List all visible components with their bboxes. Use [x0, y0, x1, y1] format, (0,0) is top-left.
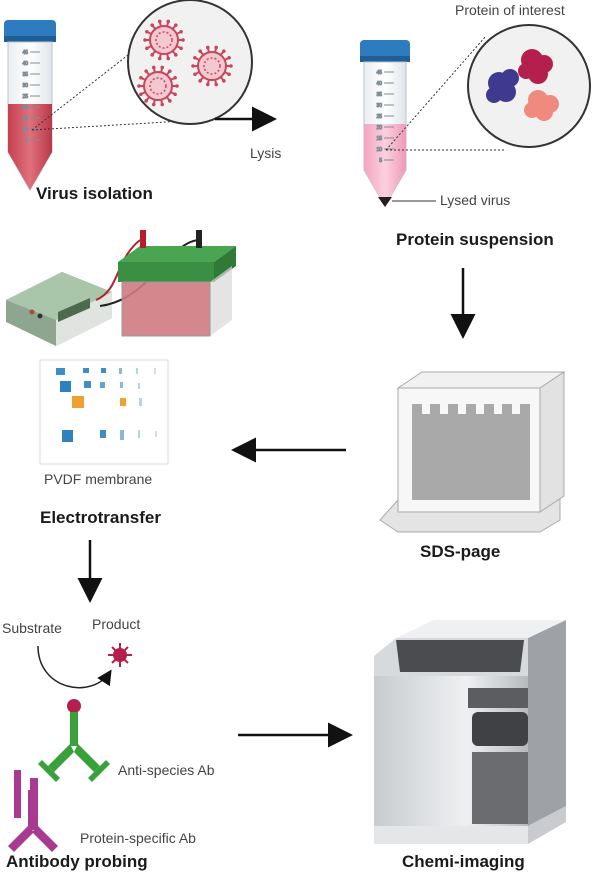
tube-scale-number: 10: [376, 147, 382, 153]
sds-gel: [379, 371, 566, 533]
tube-scale-number: 20: [376, 125, 382, 131]
pvdf-membrane-label: PVDF membrane: [44, 471, 153, 487]
virus-tube: 45 40 35 30 25 20 15 10 5: [4, 20, 56, 191]
sds-page-label: SDS-page: [420, 542, 501, 561]
pvdf-membrane: [39, 359, 169, 465]
tube-scale-number: 20: [22, 105, 28, 111]
virus-magnifier: [127, 0, 253, 125]
tube-scale-number: 30: [22, 83, 28, 89]
tube-scale-number: 45: [22, 50, 28, 56]
electrophoresis-tank: [118, 230, 236, 337]
electrotransfer-label: Electrotransfer: [40, 508, 161, 527]
tube-scale-number: 5: [379, 158, 382, 164]
protein-of-interest-label: Protein of interest: [455, 2, 565, 18]
virus-particle: [137, 65, 179, 107]
protein-magnifier: [467, 24, 591, 148]
antibody-probing-label: Antibody probing: [6, 852, 148, 871]
tube-scale-number: 15: [22, 116, 28, 122]
reaction-arrow: [37, 645, 112, 689]
tube-scale-number: 15: [376, 136, 382, 142]
power-supply: [6, 272, 112, 346]
anti-species-ab-label: Anti-species Ab: [118, 762, 215, 778]
virus-particles: [137, 19, 233, 107]
tube-scale-number: 35: [376, 92, 382, 98]
tube-scale-number: 45: [376, 70, 382, 76]
anti-species-antibody: [38, 699, 110, 782]
tube-scale-number: 40: [376, 81, 382, 87]
lysed-virus-label: Lysed virus: [440, 192, 511, 208]
lysate-tube: 45 40 35 30 25 20 15 10 5: [360, 40, 410, 207]
substrate-label: Substrate: [2, 620, 62, 636]
membrane-bands: [56, 368, 157, 442]
protein-blobs: [486, 49, 559, 121]
chemi-imaging-label: Chemi-imaging: [402, 852, 525, 871]
chemi-imager: [374, 620, 566, 844]
virus-particle: [191, 45, 233, 87]
tube-scale-number: 5: [25, 138, 28, 144]
tube-scale-number: 25: [22, 94, 28, 100]
tube-scale-number: 40: [22, 61, 28, 67]
protein-specific-ab-label: Protein-specific Ab: [80, 830, 196, 846]
virus-isolation-label: Virus isolation: [36, 184, 153, 203]
tube-scale-number: 35: [22, 72, 28, 78]
protein-suspension-label: Protein suspension: [396, 230, 554, 249]
tube-scale-number: 10: [22, 127, 28, 133]
virus-particle: [143, 19, 185, 61]
protein-specific-antibody: [8, 770, 58, 852]
lysis-label: Lysis: [250, 145, 282, 161]
product-label: Product: [92, 616, 141, 632]
tube-scale-number: 25: [376, 114, 382, 120]
tube-scale-number: 30: [376, 103, 382, 109]
product-star: [108, 643, 132, 667]
